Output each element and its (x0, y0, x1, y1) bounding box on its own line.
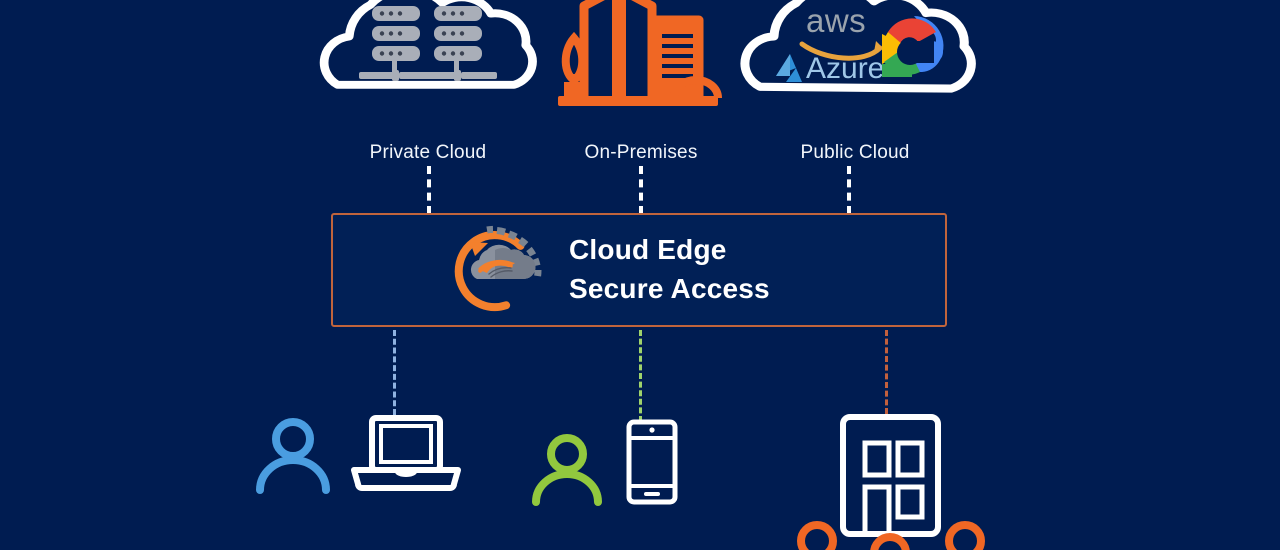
hub-title-line-2: Secure Access (569, 273, 770, 304)
cloud-with-server-racks-icon (318, 0, 538, 138)
node-on-premises[interactable]: On-Premises (556, 0, 726, 164)
azure-wordmark: Azure (806, 52, 884, 85)
node-mobile-user-phone[interactable] (528, 418, 680, 506)
person-group-icon (797, 521, 985, 550)
smartphone-icon (624, 418, 680, 506)
connector-hub-to-mobile-user (639, 330, 642, 422)
person-icon (528, 428, 606, 506)
node-public-cloud[interactable]: aws Azure (740, 0, 976, 164)
laptop-icon (350, 412, 462, 494)
aws-wordmark: aws (806, 2, 866, 39)
node-remote-user-laptop[interactable] (252, 412, 462, 494)
connector-public-cloud-to-hub (847, 166, 851, 214)
office-building-icon (797, 414, 985, 550)
node-branch-office[interactable] (795, 413, 995, 550)
node-public-cloud-label: Public Cloud (800, 142, 910, 163)
hub-cloud-edge-secure-access[interactable]: Cloud Edge Secure Access (331, 213, 947, 327)
node-on-premises-label: On-Premises (584, 142, 698, 163)
connector-private-cloud-to-hub (427, 166, 431, 214)
hub-title: Cloud Edge Secure Access (569, 231, 770, 308)
city-buildings-icon (556, 0, 726, 138)
hub-title-line-1: Cloud Edge (569, 234, 727, 266)
cloud-with-provider-logos-icon: aws Azure (740, 0, 976, 138)
connector-hub-to-branch-office (885, 330, 888, 414)
node-private-cloud-label: Private Cloud (369, 142, 487, 163)
connector-hub-to-remote-user (393, 330, 396, 415)
cloud-edge-secure-access-logo (447, 223, 543, 317)
top-tier: Private Cloud (0, 0, 1280, 163)
node-private-cloud[interactable]: Private Cloud (318, 0, 538, 164)
person-icon (252, 412, 334, 494)
connector-on-premises-to-hub (639, 166, 643, 214)
